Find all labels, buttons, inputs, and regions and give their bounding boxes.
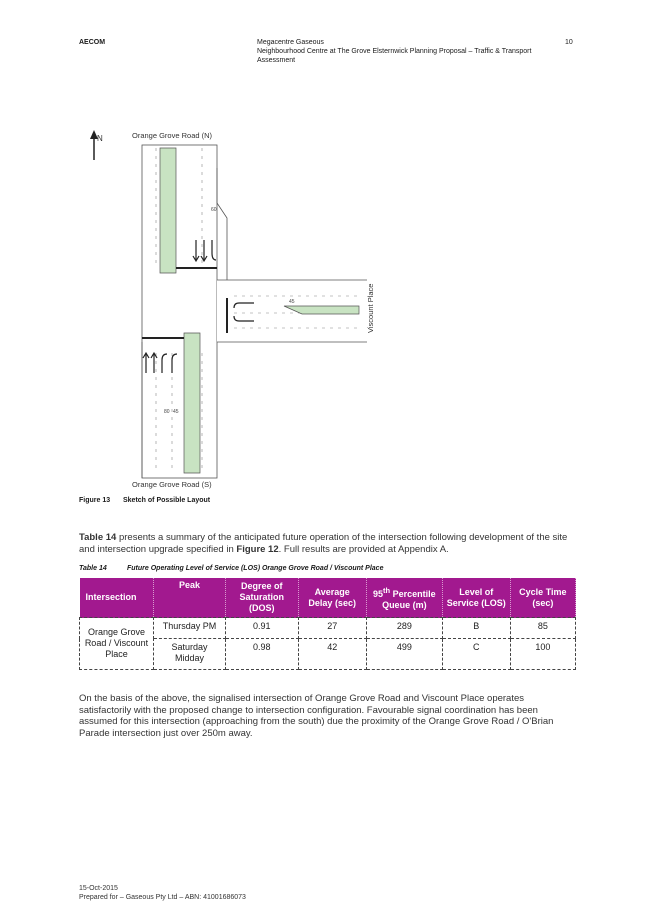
footer-date: 15-Oct-2015 — [79, 885, 118, 892]
header-los: Level of Service (LOS) — [442, 578, 511, 618]
north-label: N — [97, 134, 103, 143]
table-ref: Table 14 — [79, 532, 117, 543]
road-label-south: Orange Grove Road (S) — [132, 480, 212, 489]
header-project-line2: Neighbourhood Centre at The Grove Elster… — [257, 48, 532, 64]
cell-delay: 42 — [297, 638, 367, 670]
header-queue-text: Percentile Queue (m) — [382, 588, 436, 610]
figure-caption-label: Figure 13 — [79, 497, 111, 504]
conclusion-paragraph: On the basis of the above, the signalise… — [79, 693, 554, 739]
los-table: Intersection Peak Degree of Saturation (… — [79, 578, 577, 670]
lane-length-north: 60 — [211, 207, 217, 213]
cell-queue: 499 — [365, 638, 443, 670]
table-caption-label: Table 14 — [79, 565, 107, 572]
table-header-row: Intersection Peak Degree of Saturation (… — [79, 578, 577, 618]
cell-peak: Thursday PM — [153, 617, 226, 639]
north-approach-arrows-icon — [192, 240, 217, 263]
page-number: 10 — [565, 39, 573, 46]
company-name: AECOM — [79, 39, 106, 46]
figure-ref: Figure 12 — [236, 543, 279, 555]
east-approach-arrows-icon — [233, 302, 254, 322]
lane-length-south-b: 45 — [173, 409, 179, 415]
figure-caption: Figure 13 Sketch of Possible Layout — [79, 497, 210, 504]
intro-text-a: presents a summary of the anticipated fu… — [79, 532, 568, 555]
cell-dos: 0.98 — [224, 638, 299, 670]
header-queue: 95th Percentile Queue (m) — [366, 578, 443, 618]
header-delay: Average Delay (sec) — [298, 578, 367, 618]
table-row: Saturday Midday 0.98 42 499 C 100 — [80, 638, 577, 670]
road-label-east: Viscount Place — [366, 284, 375, 333]
road-label-north: Orange Grove Road (N) — [132, 131, 213, 140]
cell-delay: 27 — [297, 617, 367, 639]
north-south-road — [141, 144, 218, 479]
south-median — [183, 332, 201, 474]
header-dos: Degree of Saturation (DOS) — [225, 578, 299, 618]
intersection-svg: N — [90, 130, 375, 489]
intersection-diagram: N — [84, 128, 384, 492]
cell-intersection: Orange Grove Road / Viscount Place — [79, 617, 154, 670]
south-approach-arrows-icon — [142, 351, 178, 373]
footer-prepared: Prepared for – Gaseous Pty Ltd – ABN: 41… — [79, 894, 246, 901]
header-queue-sup: th — [383, 585, 391, 595]
header-cycle: Cycle Time (sec) — [510, 578, 577, 618]
lane-length-east: 45 — [289, 299, 295, 305]
cell-dos: 0.91 — [224, 617, 299, 639]
intro-paragraph: Table 14 presents a summary of the antic… — [79, 532, 574, 555]
table-row: Orange Grove Road / Viscount Place Thurs… — [79, 617, 577, 670]
header-project: Megacentre Gaseous Neighbourhood Centre … — [257, 38, 557, 65]
table-caption: Table 14 Future Operating Level of Servic… — [79, 565, 383, 572]
cell-peak: Saturday Midday — [153, 638, 226, 670]
cell-los: B — [441, 617, 511, 639]
header-queue-num: 95 — [373, 588, 384, 599]
lane-length-south-a: 80 — [164, 409, 170, 415]
intro-text-b: . Full results are provided at Appendix … — [278, 543, 449, 555]
cell-cycle: 100 — [509, 638, 577, 670]
cell-los: C — [441, 638, 511, 670]
cell-queue: 289 — [365, 617, 443, 639]
header-intersection: Intersection — [79, 578, 154, 618]
header-project-line1: Megacentre Gaseous — [257, 39, 324, 46]
header-peak: Peak — [153, 578, 226, 618]
figure-caption-title: Sketch of Possible Layout — [123, 497, 211, 504]
north-arrow-icon — [90, 130, 98, 160]
east-median — [283, 305, 360, 315]
table-caption-title: Future Operating Level of Service (LOS) … — [127, 565, 384, 572]
cell-cycle: 85 — [509, 617, 577, 639]
north-median — [159, 147, 177, 274]
